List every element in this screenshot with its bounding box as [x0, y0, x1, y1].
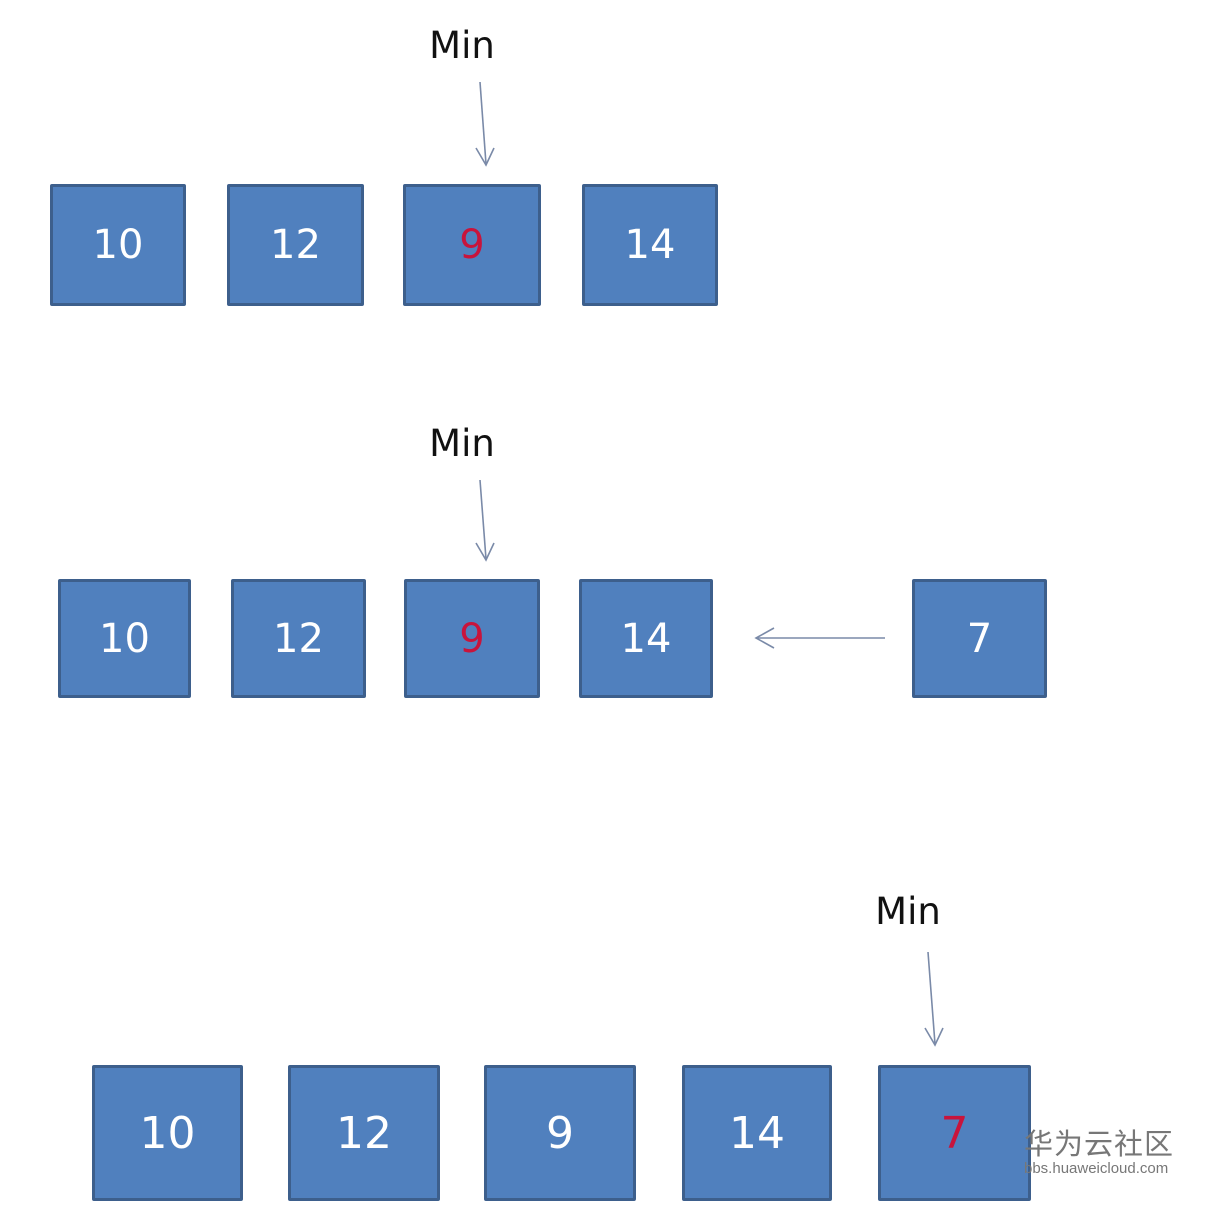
min-label-step-3: Min: [875, 890, 941, 933]
min-value-box: 9: [404, 579, 540, 698]
value-box: 14: [582, 184, 718, 306]
watermark: 华为云社区 bbs.huaweicloud.com: [1024, 1128, 1174, 1178]
incoming-value-box: 7: [912, 579, 1047, 698]
min-label-step-2: Min: [429, 422, 495, 465]
min-pointer-arrow-step-3: [924, 951, 944, 1047]
value-box: 12: [231, 579, 366, 698]
value-box: 10: [58, 579, 191, 698]
value-box: 9: [484, 1065, 636, 1201]
min-value-box: 9: [403, 184, 541, 306]
min-label-step-1: Min: [429, 24, 495, 67]
value-box: 12: [227, 184, 364, 306]
value-box: 12: [288, 1065, 440, 1201]
value-box: 10: [50, 184, 186, 306]
value-box: 14: [682, 1065, 832, 1201]
insert-arrow-step-2: [754, 627, 885, 649]
watermark-url: bbs.huaweicloud.com: [1024, 1160, 1169, 1177]
value-box: 14: [579, 579, 713, 698]
min-pointer-arrow-step-1: [475, 81, 495, 167]
watermark-title: 华为云社区: [1024, 1127, 1175, 1161]
min-value-box: 7: [878, 1065, 1031, 1201]
value-box: 10: [92, 1065, 243, 1201]
min-pointer-arrow-step-2: [475, 479, 495, 562]
